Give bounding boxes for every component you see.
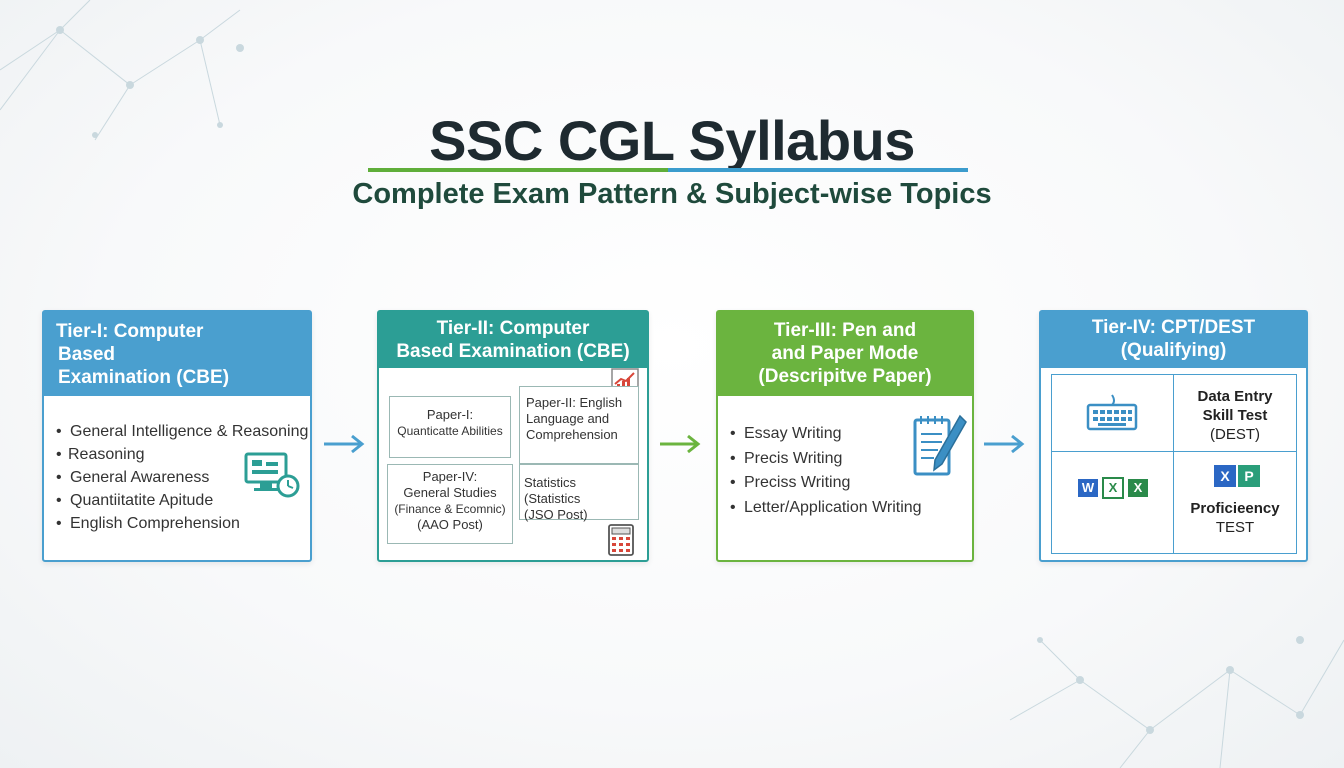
tier-2-heading: Tier-II: Computer Based Examination (CBE… [379, 312, 647, 368]
office-apps-icon: X P [1214, 465, 1264, 489]
tier-3-heading: Tier-III: Pen and and Paper Mode (Descri… [718, 312, 972, 396]
list-item: Preciss Writing [730, 471, 960, 496]
list-item: Letter/Application Writing [730, 496, 960, 521]
list-item: Essay Writing [730, 422, 960, 447]
list-item: Precis Writing [730, 447, 960, 472]
tier-3-topic-list: Essay Writing Precis Writing Preciss Wri… [730, 422, 960, 520]
arrow-right-icon [660, 434, 701, 454]
tier-1-topic-list: General Intelligence & Reasoning Reasoni… [56, 420, 311, 535]
title-underline-blue [668, 168, 968, 172]
tier-2-card: Tier-II: Computer Based Examination (CBE… [377, 310, 649, 562]
network-decoration-top-left [0, 0, 244, 141]
arrow-right-icon [984, 434, 1025, 454]
list-item: Reasoning [56, 443, 311, 466]
keyboard-icon [1086, 394, 1138, 431]
arrow-right-icon [324, 434, 365, 454]
paper-2-box: Paper-II: English Language and Comprehen… [519, 386, 639, 464]
list-item: General Intelligence & Reasoning [56, 420, 311, 443]
title-underline-green [368, 168, 668, 172]
calculator-icon [608, 524, 634, 556]
list-item: General Awareness [56, 466, 311, 489]
page-subtitle: Complete Exam Pattern & Subject-wise Top… [352, 178, 992, 210]
paper-statistics-box: Statistics (Statistics (JSO Post) [519, 464, 639, 522]
cpt-label: Proficieency TEST [1190, 500, 1280, 536]
list-item: Quantiitatite Apitude [56, 489, 311, 512]
tier-1-heading: Tier-I: Computer Based Examination (CBE) [44, 312, 310, 396]
page-title: SSC CGL Syllabus [429, 109, 915, 172]
computer-clock-icon [244, 452, 300, 498]
tier-4-grid: Data Entry Skill Test (DEST) W X X X P P… [1051, 374, 1297, 554]
notepad-pen-icon [913, 414, 967, 476]
dest-label: Data Entry Skill Test (DEST) [1197, 388, 1273, 443]
tier-4-heading: Tier-IV: CPT/DEST (Qualifying) [1041, 312, 1306, 368]
list-item: English Comprehension [56, 512, 311, 535]
office-apps-icon: W X X [1078, 477, 1158, 499]
tier-4-card: Tier-IV: CPT/DEST (Qualifying) Data Entr… [1039, 310, 1308, 562]
paper-4-box: Paper-IV: General Studies (Finance & Eco… [387, 464, 513, 544]
tier-1-card: Tier-I: Computer Based Examination (CBE)… [42, 310, 312, 562]
network-decoration-bottom-right [1009, 636, 1344, 768]
paper-1-box: Paper-I: Quanticatte Abilities [389, 396, 511, 458]
tier-3-card: Tier-III: Pen and and Paper Mode (Descri… [716, 310, 974, 562]
